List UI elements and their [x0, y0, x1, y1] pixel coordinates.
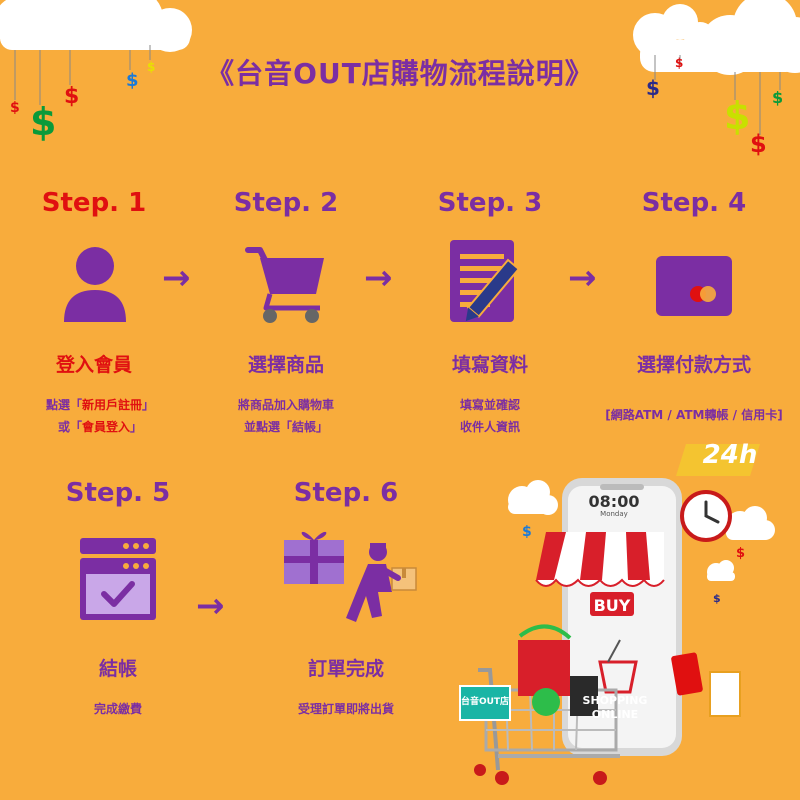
dollar-icon: $: [772, 88, 784, 107]
badge-24h: 24h: [702, 440, 758, 470]
arrow-icon: →: [568, 258, 597, 298]
credit-card-icon: [656, 256, 732, 316]
online-shopping-illustration: [459, 444, 760, 785]
dollar-icon: $: [736, 546, 746, 561]
dollar-icon: $: [64, 84, 80, 109]
dollar-icon: $: [30, 100, 57, 144]
step-3-description: 填寫並確認 收件人資訊: [459, 398, 520, 434]
arrow-icon: →: [364, 258, 393, 298]
dollar-icon: $: [126, 70, 139, 91]
arrow-icon: →: [196, 586, 225, 626]
user-icon: [64, 247, 126, 322]
online-label: ONLINE: [591, 708, 639, 721]
step-4-name: 選擇付款方式: [636, 354, 751, 376]
step-1-label: Step. 1: [41, 188, 147, 218]
dollar-icon: $: [724, 94, 751, 138]
step-4-description: [網路ATM / ATM轉帳 / 信用卡]: [605, 408, 783, 422]
page-title: 《台音OUT店購物流程說明》: [206, 57, 594, 90]
step-4-label: Step. 4: [641, 188, 747, 218]
dollar-icon: $: [750, 130, 767, 158]
buy-sign: BUY: [593, 596, 631, 615]
step-5-description: 完成繳費: [93, 702, 142, 716]
phone-day: Monday: [600, 510, 628, 518]
cloud-icon: [508, 480, 775, 581]
step-3-name: 填寫資料: [451, 354, 528, 376]
checkout-window-icon: [80, 538, 156, 620]
cloud-icon: [0, 0, 192, 52]
step-5-label: Step. 5: [65, 478, 171, 508]
step-6-label: Step. 6: [293, 478, 399, 508]
step-3-label: Step. 3: [437, 188, 543, 218]
delivery-icon: [284, 531, 417, 622]
dollar-icon: $: [522, 524, 532, 540]
step-2-name: 選擇商品: [247, 354, 324, 376]
phone-time: 08:00: [588, 492, 640, 511]
shopping-cart-icon: [245, 247, 324, 323]
arrow-icon: →: [162, 258, 191, 298]
step-1-description: 點選「新用戶註冊」 或「會員登入」: [45, 398, 155, 434]
step-6-description: 受理訂單即將出貨: [297, 702, 394, 716]
shopping-label: SHOPPING: [582, 694, 648, 707]
dollar-icon: $: [147, 60, 156, 74]
brand-tag: 台音OUT店: [460, 697, 510, 707]
step-1-name: 登入會員: [55, 354, 132, 376]
step-5-name: 結帳: [98, 658, 137, 680]
form-pen-icon: [450, 240, 521, 322]
step-2-description: 將商品加入購物車 並點選「結帳」: [237, 398, 334, 434]
dollar-icon: $: [713, 592, 721, 605]
dollar-icon: $: [675, 56, 684, 70]
dollar-icon: $: [10, 100, 20, 116]
dollar-icon: $: [646, 76, 660, 100]
step-6-name: 訂單完成: [307, 658, 384, 680]
step-2-label: Step. 2: [233, 188, 339, 218]
